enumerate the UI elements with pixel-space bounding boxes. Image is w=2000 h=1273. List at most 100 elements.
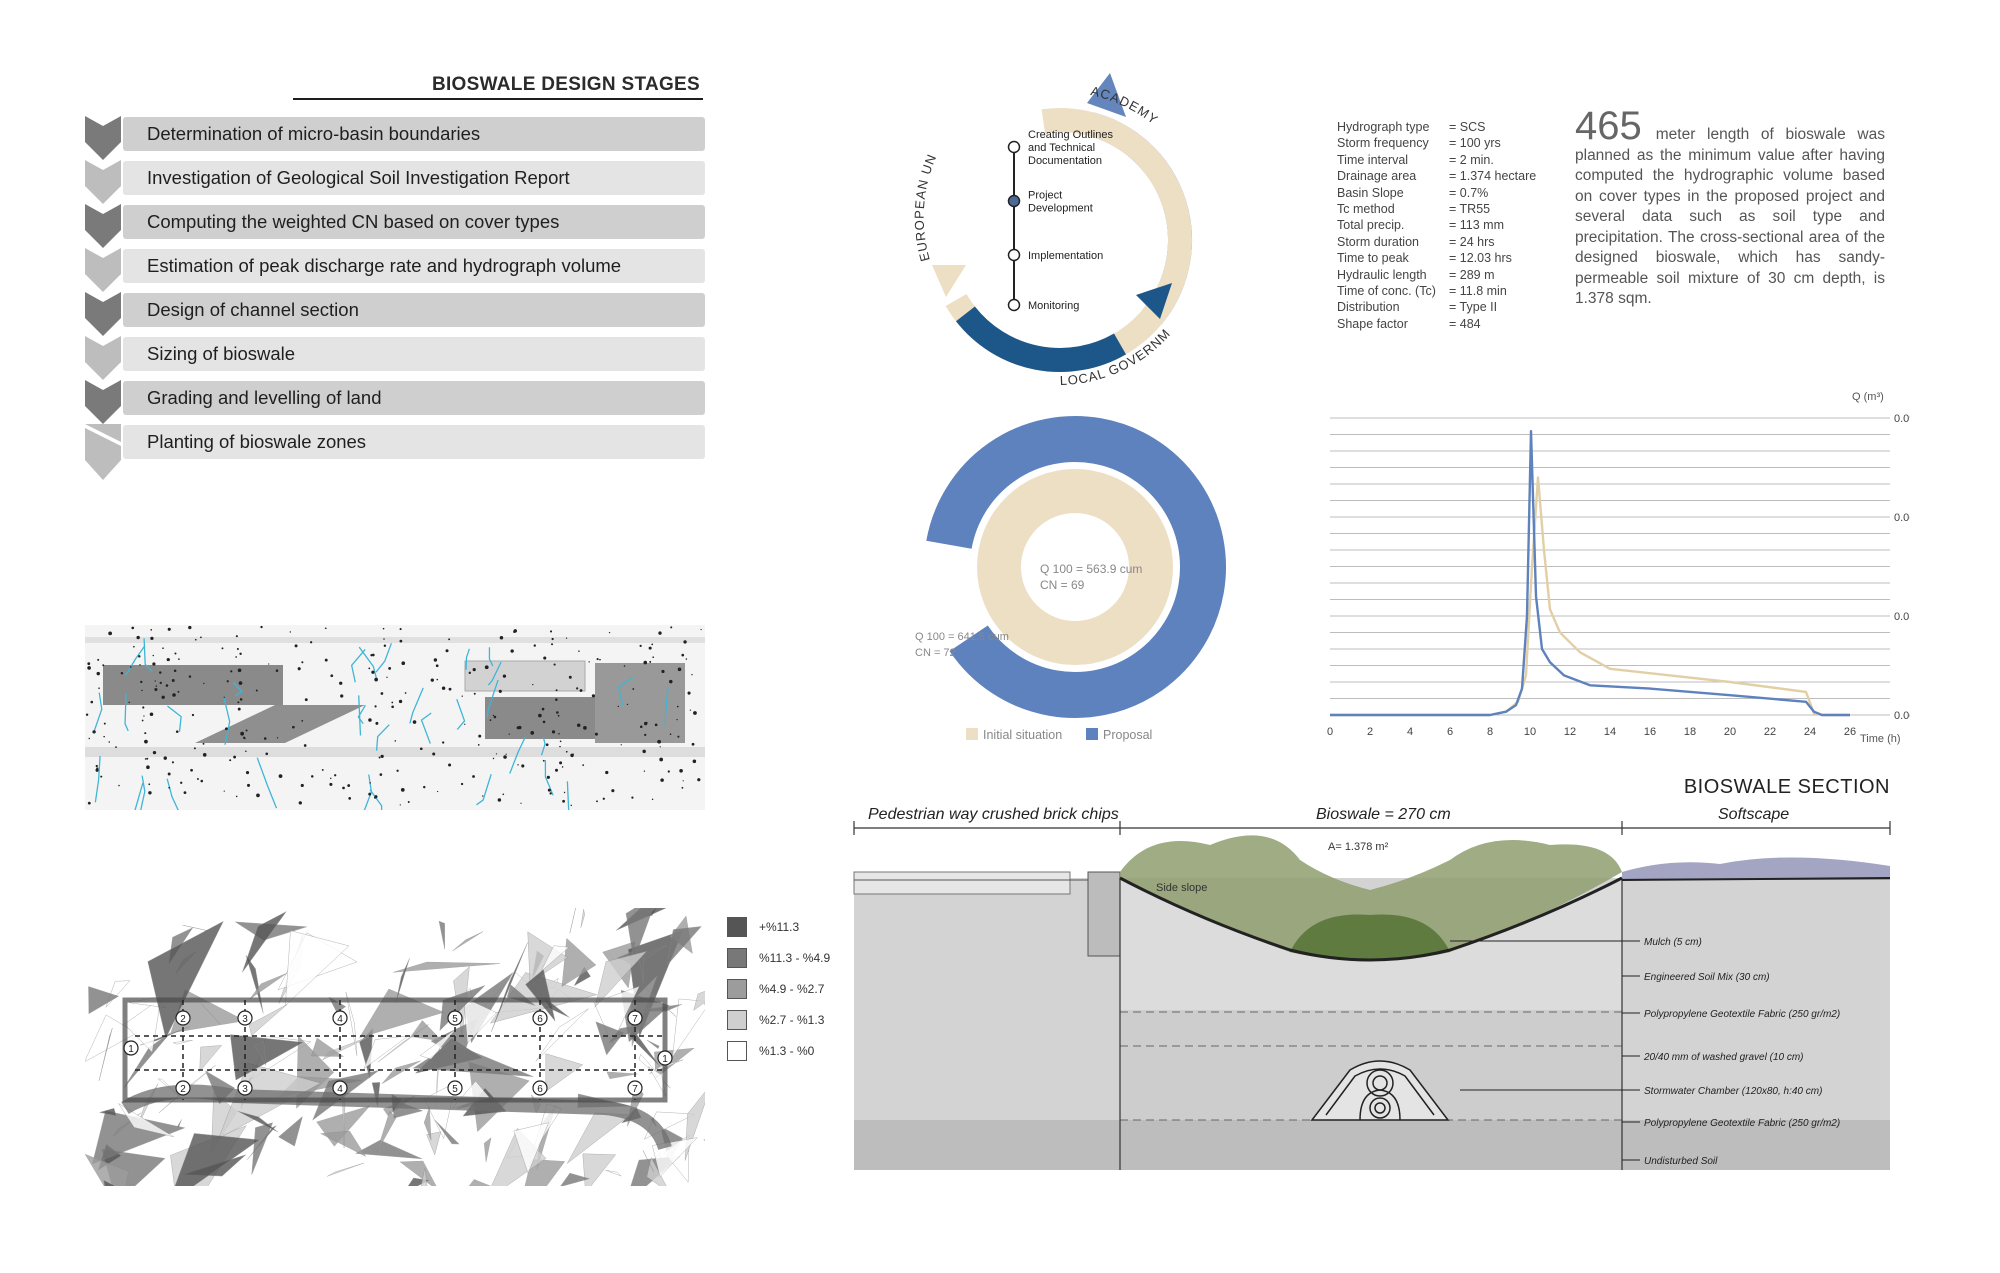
grid-marker-label: 6 [537,1014,543,1025]
initial-ring [977,469,1173,665]
survey-points [85,625,702,807]
bioswale-section-drawing: A= 1.378 m² Side slope Mulch (5 cm)Engin… [853,821,1891,1170]
local-government-arc [955,306,1126,372]
parameter-key: Storm frequency [1337,136,1429,151]
x-tick-label: 2 [1367,726,1373,738]
grid-marker [123,1040,139,1056]
grid-marker [657,1050,673,1066]
parameter-row: Time to peak= 12.03 hrs [1337,250,1536,266]
chevron-down-icon [85,292,121,336]
y-tick-label: 0.030 [1894,611,1910,623]
stage-label: Estimation of peak discharge rate and hy… [123,249,705,283]
legend-initial-swatch [966,728,978,740]
stage-label: Planting of bioswale zones [123,425,705,459]
parameter-key: Shape factor [1337,316,1408,331]
parameter-row: Hydrograph type= SCS [1337,119,1536,135]
grid-marker [332,1080,348,1096]
slope-legend: +%11.3%11.3 - %4.9%4.9 - %2.7%2.7 - %1.3… [727,911,830,1066]
parameter-value: = 484 [1449,316,1481,331]
step-node [1007,140,1021,154]
parameter-row: Storm frequency= 100 yrs [1337,135,1536,151]
parameter-row: Tc method= TR55 [1337,201,1536,217]
layer-label: Polypropylene Geotextile Fabric (250 gr/… [1644,1009,1840,1020]
proposal-ring [923,416,1226,718]
legend-label: +%11.3 [759,919,800,934]
y-tick-label: 0.000 [1894,710,1910,722]
building-block [195,705,365,743]
stage-item: Computing the weighted CN based on cover… [85,204,705,248]
layer-label: Engineered Soil Mix (30 cm) [1644,972,1770,983]
building-block [103,665,283,705]
legend-swatch [727,916,747,937]
legend-item: %2.7 - %1.3 [727,1004,830,1035]
legend-initial-label: Initial situation [983,728,1062,742]
parameter-value: = 24 hrs [1449,234,1495,249]
chevron-down-icon [85,424,121,480]
parameter-row: Time of conc. (Tc)= 11.8 min [1337,283,1536,299]
stage-item: Investigation of Geological Soil Investi… [85,160,705,204]
x-tick-label: 22 [1764,726,1776,738]
local-government-arrowhead [1136,283,1172,319]
grid-marker-label: 7 [632,1084,638,1095]
legend-swatch [727,1009,747,1030]
x-tick-label: 10 [1524,726,1536,738]
stage-label: Computing the weighted CN based on cover… [123,205,705,239]
legend-proposal-swatch [1086,728,1098,740]
x-tick-label: 16 [1644,726,1656,738]
legend-label: %11.3 - %4.9 [759,950,831,965]
parameter-row: Shape factor = 484 [1337,316,1536,332]
stages-title-rule [293,98,703,100]
parameter-value: = 0.7% [1449,185,1489,200]
outer-q-label: Q 100 = 641.5 cum [915,631,1009,643]
x-tick-label: 14 [1604,726,1616,738]
grid-marker-label: 7 [632,1014,638,1025]
road-curve [121,1084,672,1151]
stage-item: Grading and levelling of land [85,380,705,424]
grid-marker [237,1080,253,1096]
section-title: BIOSWALE SECTION [1683,776,1890,798]
stage-label: Investigation of Geological Soil Investi… [123,161,705,195]
grid-marker-label: 5 [452,1084,458,1095]
y-tick-label: 0.060 [1894,512,1910,524]
x-tick-label: 18 [1684,726,1696,738]
step-label: and Technical [1028,142,1095,154]
x-axis-label: Time (h) [1860,733,1901,745]
grid-marker [447,1010,463,1026]
grid-marker-label: 4 [337,1014,343,1025]
legend-item: %1.3 - %0 [727,1035,830,1066]
step-label: Documentation [1028,155,1102,167]
stage-item: Planting of bioswale zones [85,424,705,480]
x-tick-label: 4 [1407,726,1413,738]
parameter-key: Time to peak [1337,251,1409,266]
layer-label: Polypropylene Geotextile Fabric (250 gr/… [1644,1118,1840,1129]
grid-marker-label: 1 [662,1054,668,1065]
stage-label: Grading and levelling of land [123,381,705,415]
grid-marker-label: 1 [128,1044,134,1055]
stage-label: Sizing of bioswale [123,337,705,371]
parameter-key: Hydraulic length [1337,267,1427,282]
layer-label: Mulch (5 cm) [1644,937,1702,948]
legend-proposal-label: Proposal [1103,728,1152,742]
parameter-value: = 113 mm [1449,218,1504,233]
legend-label: %2.7 - %1.3 [759,1012,825,1027]
building-block [595,663,685,743]
parameter-key: Time of conc. (Tc) [1337,284,1436,299]
step-label: Monitoring [1028,300,1079,312]
parameter-value: = SCS [1449,120,1486,134]
parameter-row: Distribution= Type II [1337,299,1536,315]
grid-marker [332,1010,348,1026]
mulch-line [1119,876,1623,962]
step-label: Project [1028,190,1062,202]
grid-marker [175,1010,191,1026]
step-label: Creating Outlines [1028,129,1113,141]
grid-marker-label: 2 [180,1014,186,1025]
grid-marker [627,1080,643,1096]
chevron-down-icon [85,248,121,292]
parameter-key: Tc method [1337,202,1395,217]
pedestrian-pavement [853,871,1071,895]
parameter-row: Time interval= 2 min. [1337,152,1536,168]
x-tick-label: 20 [1724,726,1736,738]
